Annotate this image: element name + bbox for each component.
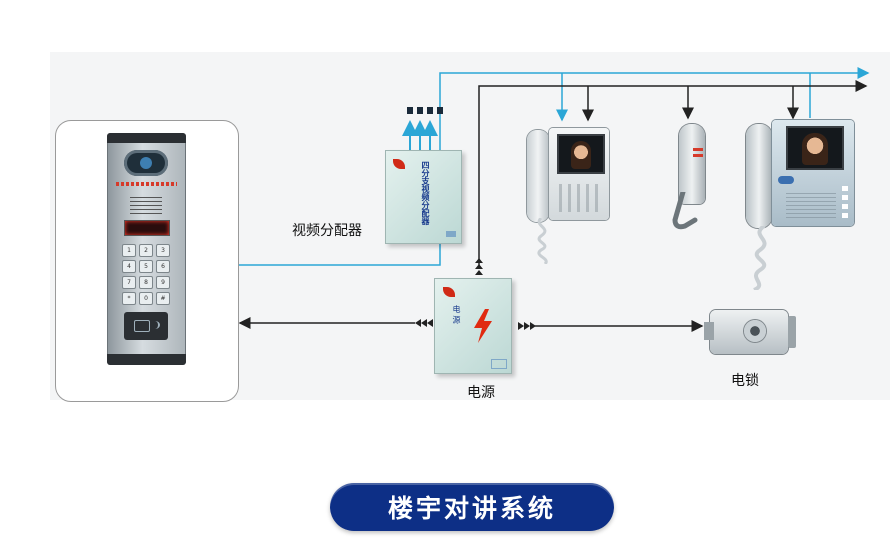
indicator-leds <box>116 182 177 186</box>
monitor1-handset <box>527 130 549 222</box>
monitor1-body <box>549 128 609 220</box>
keypad-key: 7 <box>122 276 136 289</box>
station-top-cap <box>107 133 186 143</box>
led-display <box>124 220 170 236</box>
electric-lock-label: 电锁 <box>731 373 759 389</box>
monitor2-body <box>772 120 854 226</box>
video-distributor-label: 视频分配器 <box>292 223 362 239</box>
distributor-logo <box>393 159 405 169</box>
card-reader-icon <box>124 312 168 340</box>
monitor2-handset <box>746 124 772 228</box>
distributor-output-arrows <box>402 120 438 150</box>
keypad-key: 6 <box>156 260 170 273</box>
keypad-key: 3 <box>156 244 170 257</box>
power-supply-label: 电源 <box>467 385 495 401</box>
power-box-text: 电 源 <box>452 305 461 324</box>
connector-chevrons <box>415 258 536 330</box>
distributor-box-icon[interactable]: 四分支视频分配器 <box>385 150 462 244</box>
video-phone-icon[interactable] <box>523 126 611 266</box>
keypad-key: * <box>122 292 136 305</box>
keypad-key: 2 <box>139 244 153 257</box>
camera-lens-icon <box>124 150 168 176</box>
keypad-key: 9 <box>156 276 170 289</box>
keypad-key: 8 <box>139 276 153 289</box>
station-bottom-cap <box>107 354 186 365</box>
title-banner: 楼宇对讲系统 <box>330 483 614 531</box>
monitor1-screen <box>557 134 605 174</box>
distributor-panel-text: 四分支视频分配器 <box>421 161 430 225</box>
power-line-main <box>478 80 868 265</box>
lightning-bolt-icon <box>474 309 492 343</box>
monitor2-cord-icon <box>753 226 767 290</box>
monitor2-screen <box>786 126 844 170</box>
keypad-key: 4 <box>122 260 136 273</box>
distributor-output-caps <box>407 107 443 114</box>
monitor1-cord-icon <box>537 218 548 264</box>
power-box-icon[interactable]: 电 源 <box>434 278 512 374</box>
handset-icon[interactable] <box>669 122 719 232</box>
video-phone-icon[interactable] <box>744 118 856 290</box>
keypad-key: # <box>156 292 170 305</box>
power-logo <box>443 287 455 297</box>
keypad-key: 0 <box>139 292 153 305</box>
speaker-grille-icon <box>130 194 162 214</box>
keypad-key: 5 <box>139 260 153 273</box>
lock-icon[interactable] <box>704 306 798 356</box>
keypad-key: 1 <box>122 244 136 257</box>
